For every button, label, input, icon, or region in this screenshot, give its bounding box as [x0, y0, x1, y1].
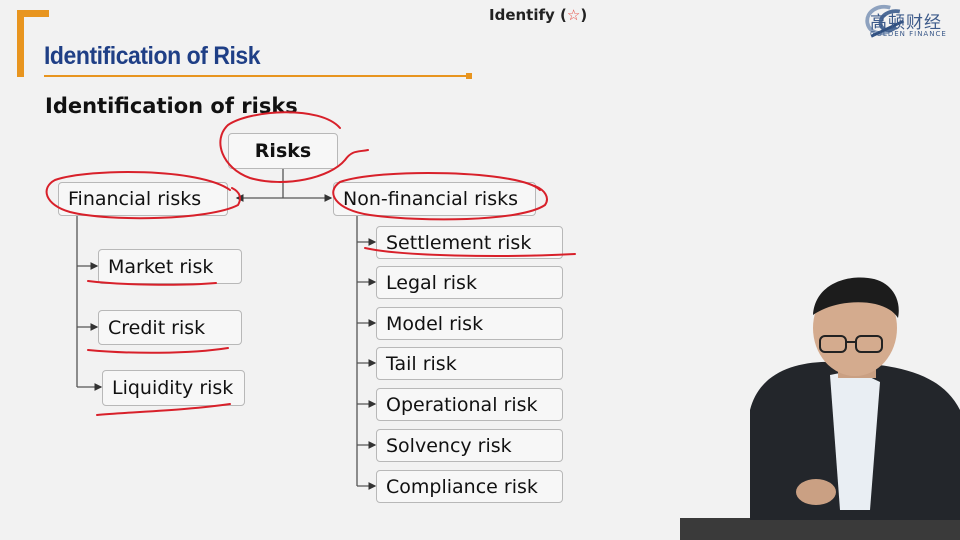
node-market-risk: Market risk	[98, 249, 242, 284]
node-legal-risk: Legal risk	[376, 266, 563, 299]
node-compliance-risk: Compliance risk	[376, 470, 563, 503]
node-model-risk: Model risk	[376, 307, 563, 340]
presenter-hand	[796, 479, 836, 505]
title-underline-end	[466, 73, 472, 79]
difficulty-badge: Identify (☆)	[489, 6, 587, 24]
presenter-glasses	[819, 335, 883, 353]
badge-close: )	[580, 6, 588, 24]
node-non-financial-risks: Non-financial risks	[333, 182, 536, 216]
star-icon: ☆	[566, 6, 581, 24]
presenter-hair	[813, 277, 899, 318]
node-liquidity-risk: Liquidity risk	[102, 370, 245, 406]
node-settlement-risk: Settlement risk	[376, 226, 563, 259]
node-operational-risk: Operational risk	[376, 388, 563, 421]
presenter-video	[680, 277, 960, 540]
node-financial-risks: Financial risks	[58, 182, 228, 216]
node-solvency-risk: Solvency risk	[376, 429, 563, 462]
title-underline	[44, 75, 469, 77]
golden-finance-swirl-icon	[865, 4, 905, 38]
logo-subtitle: GOLDEN FINANCE	[870, 30, 947, 38]
node-credit-risk: Credit risk	[98, 310, 242, 345]
node-tail-risk: Tail risk	[376, 347, 563, 380]
title-bracket-decoration	[17, 10, 49, 77]
node-risks: Risks	[228, 133, 338, 169]
presenter-shirt	[830, 370, 880, 510]
slide-title: Identification of Risk	[44, 42, 261, 70]
logo-name: 高顿财经	[870, 13, 942, 33]
podium	[680, 518, 960, 540]
badge-label: Identify (	[489, 6, 567, 24]
